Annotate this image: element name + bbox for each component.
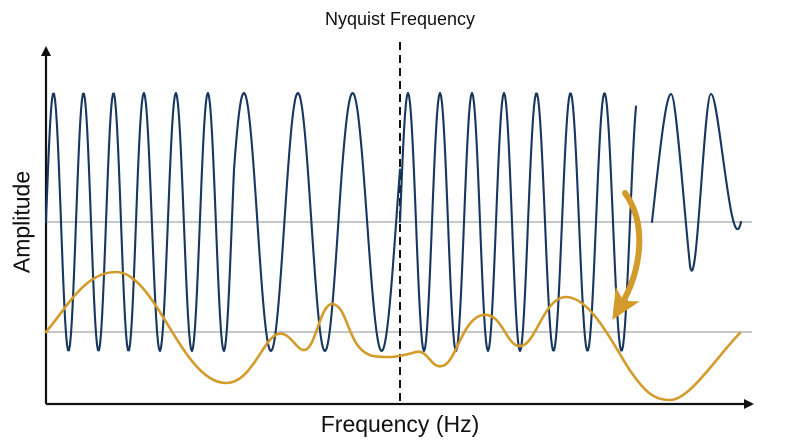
- x-axis-label: Frequency (Hz): [320, 411, 480, 437]
- aliased-signal-curve: [44, 270, 742, 402]
- alias-arrow: [612, 190, 643, 320]
- sampled-signal-wave-right: [398, 91, 743, 353]
- nyquist-frequency-label: Nyquist Frequency: [324, 9, 476, 29]
- y-axis-label: Amplitude: [8, 170, 35, 274]
- sampled-signal-wave: [44, 91, 402, 353]
